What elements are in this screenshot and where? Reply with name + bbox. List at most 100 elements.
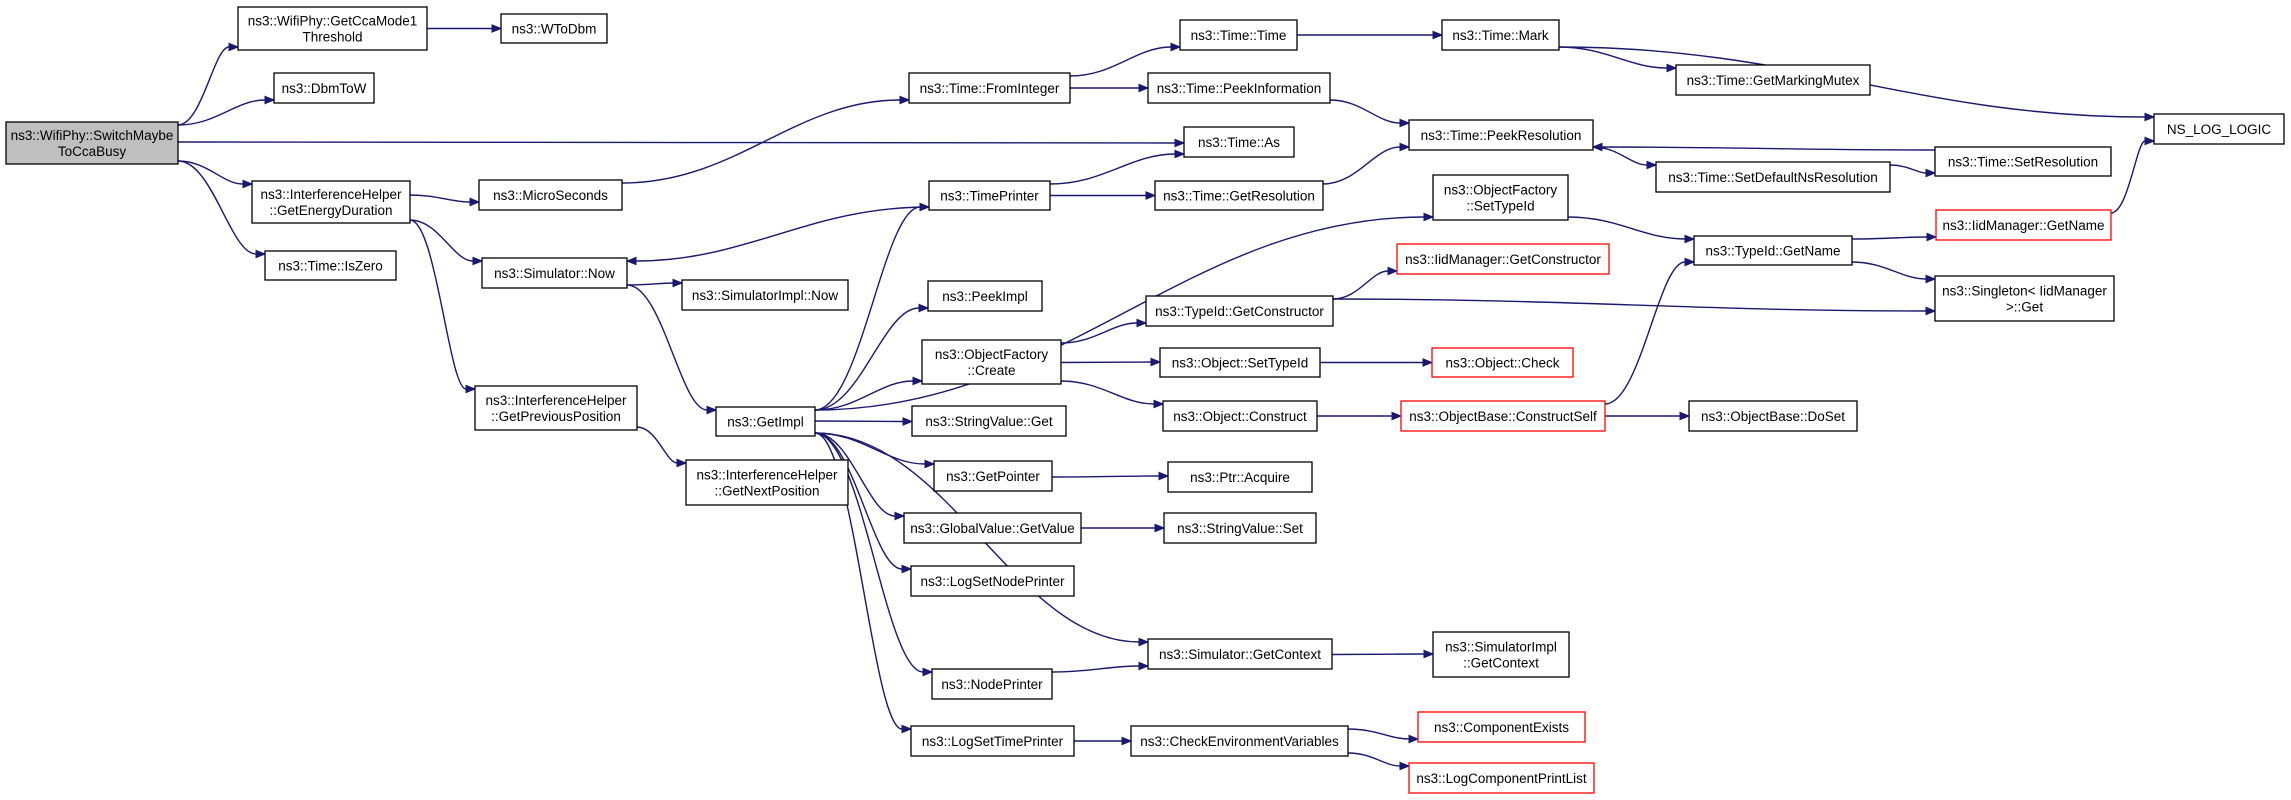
node-setres[interactable]: ns3::Time::SetResolution bbox=[1934, 146, 2112, 177]
node-box bbox=[927, 280, 1043, 312]
node-box bbox=[1675, 64, 1871, 96]
node-box bbox=[500, 13, 608, 44]
node-peekimpl[interactable]: ns3::PeekImpl bbox=[927, 280, 1043, 312]
node-compexists[interactable]: ns3::ComponentExists bbox=[1417, 711, 1586, 743]
node-getimpl[interactable]: ns3::GetImpl bbox=[715, 406, 816, 437]
node-simgetctx[interactable]: ns3::Simulator::GetContext bbox=[1147, 638, 1333, 670]
edge-line bbox=[814, 206, 921, 411]
node-label-line: ns3::PeekImpl bbox=[942, 289, 1028, 304]
edge-ofcreate-to-objsettypeid bbox=[1060, 357, 1162, 367]
node-dbmtow[interactable]: ns3::DbmToW bbox=[273, 72, 375, 104]
edge-gvgetvalue-to-svset bbox=[1081, 523, 1166, 533]
node-getmarkmutex[interactable]: ns3::Time::GetMarkingMutex bbox=[1675, 64, 1871, 96]
node-nslog[interactable]: NS_LOG_LOGIC bbox=[2153, 113, 2285, 145]
node-simimplnow[interactable]: ns3::SimulatorImpl::Now bbox=[681, 279, 849, 311]
node-svget[interactable]: ns3::StringValue::Get bbox=[911, 405, 1067, 437]
edge-root-to-timeas bbox=[177, 138, 1186, 148]
edge-line bbox=[177, 99, 266, 126]
node-simnow[interactable]: ns3::Simulator::Now bbox=[481, 257, 628, 289]
node-objcheck[interactable]: ns3::Object::Check bbox=[1431, 347, 1574, 378]
edge-line bbox=[635, 206, 930, 262]
edge-line bbox=[814, 307, 920, 411]
node-setdefaultns[interactable]: ns3::Time::SetDefaultNsResolution bbox=[1655, 161, 1891, 193]
edge-tidgetname-to-singleton bbox=[1851, 261, 1937, 284]
node-obdoset[interactable]: ns3::ObjectBase::DoSet bbox=[1688, 400, 1858, 432]
node-microseconds[interactable]: ns3::MicroSeconds bbox=[478, 179, 623, 211]
node-mark[interactable]: ns3::Time::Mark bbox=[1441, 19, 1560, 51]
node-peekres[interactable]: ns3::Time::PeekResolution bbox=[1408, 119, 1594, 151]
node-objsettypeid[interactable]: ns3::Object::SetTypeId bbox=[1159, 347, 1321, 378]
node-objconstruct[interactable]: ns3::Object::Construct bbox=[1162, 400, 1318, 432]
edge-ofcreate-to-tidgetctor bbox=[1060, 318, 1148, 344]
node-logcompprint[interactable]: ns3::LogComponentPrintList bbox=[1408, 762, 1595, 794]
node-logsetnode[interactable]: ns3::LogSetNodePrinter bbox=[910, 565, 1075, 597]
node-label-line: ns3::TimePrinter bbox=[940, 189, 1039, 204]
node-singleton[interactable]: ns3::Singleton< IidManager>::Get bbox=[1934, 275, 2115, 322]
node-getnextpos[interactable]: ns3::InterferenceHelper::GetNextPosition bbox=[685, 459, 849, 506]
edge-arrowhead bbox=[465, 384, 477, 394]
node-label-line: ns3::ComponentExists bbox=[1434, 720, 1569, 735]
edge-setdefaultns-to-setres bbox=[1889, 164, 1937, 178]
node-iidgetctor[interactable]: ns3::IidManager::GetConstructor bbox=[1396, 243, 1610, 275]
node-peekinfo[interactable]: ns3::Time::PeekInformation bbox=[1147, 72, 1331, 104]
edge-line bbox=[2110, 140, 2146, 214]
node-gvgetvalue[interactable]: ns3::GlobalValue::GetValue bbox=[903, 512, 1082, 544]
edge-root-to-iszero bbox=[177, 160, 267, 259]
node-box bbox=[1693, 235, 1853, 266]
node-ptracquire[interactable]: ns3::Ptr::Acquire bbox=[1167, 461, 1313, 493]
node-timetime[interactable]: ns3::Time::Time bbox=[1179, 19, 1298, 51]
node-nodeprinter[interactable]: ns3::NodePrinter bbox=[931, 668, 1053, 700]
node-box bbox=[685, 459, 849, 506]
edge-arrowhead bbox=[1423, 212, 1435, 222]
node-label-line: ns3::GetImpl bbox=[727, 415, 804, 430]
edge-timeprinter-to-simnow bbox=[625, 206, 930, 266]
edge-objsettypeid-to-objcheck bbox=[1319, 358, 1434, 367]
edge-line bbox=[1332, 298, 1927, 312]
edge-arrowhead bbox=[1684, 257, 1696, 267]
edge-getimpl-to-ofsettypeid bbox=[814, 212, 1435, 411]
edge-getimpl-to-timeprinter bbox=[814, 202, 931, 411]
node-logsettime[interactable]: ns3::LogSetTimePrinter bbox=[910, 725, 1075, 757]
node-label-line: ns3::GetPointer bbox=[946, 469, 1040, 484]
node-box bbox=[251, 180, 411, 224]
node-label-line: ns3::GlobalValue::GetValue bbox=[910, 521, 1075, 536]
edge-simgetctx-to-simimplgetctx bbox=[1331, 649, 1435, 659]
node-label-line: ns3::SimulatorImpl bbox=[1445, 640, 1557, 655]
node-label-line: ns3::Time::IsZero bbox=[278, 259, 383, 274]
edge-setres-to-peekres bbox=[1591, 142, 1936, 152]
node-label-line: ns3::LogSetNodePrinter bbox=[920, 574, 1065, 589]
node-getres[interactable]: ns3::Time::GetResolution bbox=[1154, 180, 1324, 211]
node-tidgetctor[interactable]: ns3::TypeId::GetConstructor bbox=[1145, 295, 1334, 327]
node-getpointer[interactable]: ns3::GetPointer bbox=[933, 460, 1053, 492]
node-checkenv[interactable]: ns3::CheckEnvironmentVariables bbox=[1130, 725, 1349, 757]
edge-getimpl-to-ofcreate bbox=[814, 376, 924, 411]
node-box bbox=[921, 339, 1062, 385]
node-iidgetname[interactable]: ns3::IidManager::GetName bbox=[1935, 209, 2112, 241]
edge-line bbox=[1851, 261, 1927, 280]
edge-arrowhead bbox=[1138, 637, 1150, 647]
edge-line bbox=[1889, 164, 1927, 174]
node-fromint[interactable]: ns3::Time::FromInteger bbox=[908, 72, 1071, 104]
node-iszero[interactable]: ns3::Time::IsZero bbox=[264, 250, 397, 281]
node-wtodbm[interactable]: ns3::WToDbm bbox=[500, 13, 608, 44]
node-simimplgetctx[interactable]: ns3::SimulatorImpl::GetContext bbox=[1432, 631, 1570, 678]
node-ofcreate[interactable]: ns3::ObjectFactory::Create bbox=[921, 339, 1062, 385]
node-label-line: ns3::TypeId::GetName bbox=[1705, 244, 1840, 259]
node-tidgetname[interactable]: ns3::TypeId::GetName bbox=[1693, 235, 1853, 266]
node-timeprinter[interactable]: ns3::TimePrinter bbox=[928, 180, 1051, 211]
node-ofsettypeid[interactable]: ns3::ObjectFactory::SetTypeId bbox=[1432, 174, 1569, 221]
edge-line bbox=[1601, 146, 1936, 151]
node-svset[interactable]: ns3::StringValue::Set bbox=[1163, 512, 1317, 544]
edge-getpointer-to-ptracquire bbox=[1051, 471, 1170, 481]
node-obconstructself[interactable]: ns3::ObjectBase::ConstructSelf bbox=[1400, 400, 1606, 432]
edge-arrowhead bbox=[1154, 523, 1166, 533]
node-getenergy[interactable]: ns3::InterferenceHelper::GetEnergyDurati… bbox=[251, 180, 411, 224]
edge-line bbox=[626, 284, 708, 411]
edge-arrowhead bbox=[1387, 266, 1399, 276]
edge-simnow-to-simimplnow bbox=[626, 278, 684, 288]
edge-arrowhead bbox=[918, 303, 930, 313]
node-getprevpos[interactable]: ns3::InterferenceHelper::GetPreviousPosi… bbox=[474, 385, 638, 431]
node-timeas[interactable]: ns3::Time::As bbox=[1183, 126, 1295, 158]
